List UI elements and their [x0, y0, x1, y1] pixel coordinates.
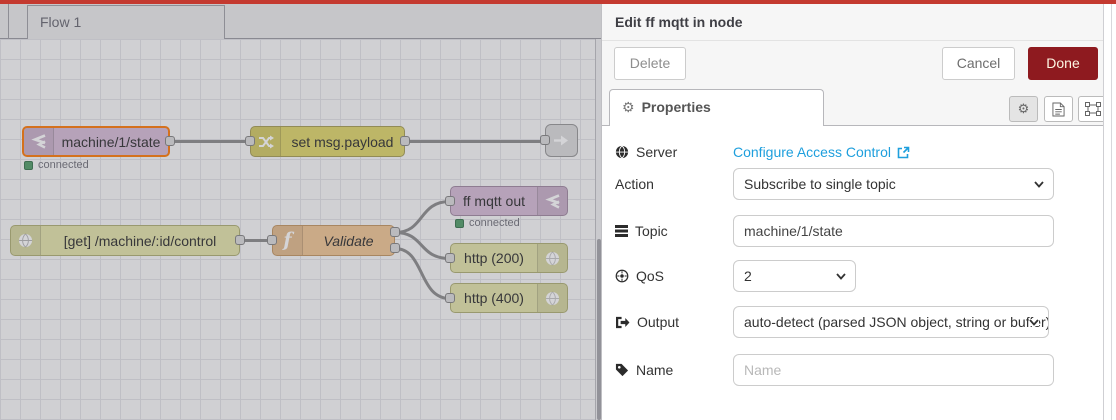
node-label: ff mqtt out — [463, 193, 525, 209]
node-port[interactable] — [445, 253, 455, 263]
node-http-in[interactable]: [get] /machine/:id/control — [10, 225, 240, 256]
globe-icon — [537, 244, 567, 272]
tab-flow-1[interactable]: Flow 1 — [27, 5, 225, 39]
group-select-icon — [1084, 102, 1101, 116]
tab-bar-divider — [8, 4, 9, 39]
node-port[interactable] — [390, 243, 400, 253]
top-header-bar — [0, 0, 1116, 4]
properties-tab-label: Properties — [641, 99, 711, 115]
chevron-down-icon — [1029, 319, 1039, 326]
node-status: connected — [24, 159, 89, 171]
status-connected-dot — [24, 160, 33, 170]
properties-form: Server Configure Access Control Action S… — [602, 126, 1116, 420]
panel-header: Edit ff mqtt in node — [602, 4, 1116, 41]
node-status: connected — [455, 217, 520, 229]
qos-select[interactable]: 2 — [733, 260, 856, 292]
node-port[interactable] — [165, 136, 175, 146]
workspace-scrollbar[interactable] — [595, 39, 601, 420]
node-change[interactable]: set msg.payload — [250, 126, 405, 157]
panel-tab-row: ⚙ Properties ⚙ — [602, 88, 1116, 126]
globe-icon — [615, 145, 629, 159]
node-port[interactable] — [445, 293, 455, 303]
node-label: machine/1/state — [61, 133, 161, 150]
node-port[interactable] — [445, 196, 455, 206]
node-label: set msg.payload — [291, 133, 394, 150]
wire[interactable] — [394, 231, 451, 260]
gear-icon: ⚙ — [1017, 101, 1030, 116]
cancel-button[interactable]: Cancel — [942, 47, 1015, 80]
sign-out-icon — [616, 316, 630, 328]
tag-icon — [615, 363, 629, 377]
status-label: connected — [38, 159, 89, 171]
action-select[interactable]: Subscribe to single topic — [733, 168, 1054, 200]
chevron-down-icon — [1034, 181, 1044, 188]
topic-label: Topic — [615, 223, 668, 239]
topic-input[interactable] — [733, 215, 1054, 247]
node-label: http (400) — [464, 290, 524, 306]
server-label: Server — [615, 144, 677, 160]
wire[interactable] — [394, 200, 451, 234]
flow-tab-label: Flow 1 — [40, 14, 82, 30]
workspace-tab-bar: Flow 1 — [0, 4, 601, 39]
gear-icon: ⚙ — [622, 99, 635, 115]
name-input[interactable] — [733, 354, 1054, 386]
output-label: Output — [615, 314, 679, 330]
node-http-response-200[interactable]: http (200) — [450, 243, 568, 273]
chevron-down-icon — [836, 273, 846, 280]
mqtt-bridge-icon — [537, 187, 567, 215]
shuffle-icon — [251, 127, 281, 156]
action-label: Action — [615, 176, 654, 192]
node-label: Validate — [323, 232, 374, 249]
panel-title: Edit ff mqtt in node — [615, 14, 743, 30]
appearance-view-button[interactable] — [1078, 96, 1107, 122]
panel-scrollbar[interactable] — [1103, 4, 1116, 420]
node-http-response-400[interactable]: http (400) — [450, 283, 568, 313]
node-mqtt-out[interactable]: ff mqtt out — [450, 186, 568, 216]
node-port[interactable] — [245, 136, 255, 146]
mqtt-bridge-icon — [24, 128, 54, 155]
panel-button-bar: Delete Cancel Done — [602, 41, 1116, 88]
node-port[interactable] — [400, 136, 410, 146]
tab-properties[interactable]: ⚙ Properties — [609, 89, 824, 126]
globe-icon — [537, 284, 567, 312]
delete-button[interactable]: Delete — [614, 47, 686, 80]
function-icon: f — [273, 226, 303, 255]
status-label: connected — [469, 217, 520, 229]
wire[interactable] — [394, 247, 451, 300]
wire-layer — [170, 140, 545, 300]
globe-icon — [11, 226, 41, 255]
properties-view-button[interactable]: ⚙ — [1009, 96, 1038, 122]
qos-circle-icon — [615, 269, 629, 283]
description-view-button[interactable] — [1044, 96, 1073, 122]
name-label: Name — [615, 362, 673, 378]
panel-scrollbar-track — [1111, 4, 1112, 420]
tasks-icon — [615, 225, 628, 237]
node-port[interactable] — [390, 227, 400, 237]
node-mqtt-in[interactable]: machine/1/state — [22, 126, 170, 157]
configure-server-link[interactable]: Configure Access Control — [733, 144, 910, 160]
node-port[interactable] — [235, 235, 245, 245]
qos-select-value: 2 — [744, 268, 752, 284]
document-icon — [1052, 102, 1065, 116]
status-connected-dot — [455, 218, 464, 228]
node-link-out[interactable] — [545, 124, 578, 157]
node-port[interactable] — [540, 135, 550, 145]
workspace-scrollbar-thumb[interactable] — [597, 239, 601, 420]
node-label: http (200) — [464, 250, 524, 266]
node-label: [get] /machine/:id/control — [63, 232, 217, 249]
flow-workspace: Flow 1 machine/1/state — [0, 4, 601, 420]
edit-node-panel: Edit ff mqtt in node Delete Cancel Done … — [601, 4, 1116, 420]
link-out-arrow-icon — [554, 135, 568, 146]
qos-label: QoS — [615, 268, 664, 284]
action-select-value: Subscribe to single topic — [744, 176, 896, 192]
node-function[interactable]: f Validate — [272, 225, 395, 256]
node-port[interactable] — [267, 235, 277, 245]
done-button[interactable]: Done — [1028, 47, 1098, 80]
external-link-icon — [897, 146, 910, 158]
output-select[interactable]: auto-detect (parsed JSON object, string … — [733, 306, 1049, 338]
output-select-value: auto-detect (parsed JSON object, string … — [744, 314, 1049, 330]
